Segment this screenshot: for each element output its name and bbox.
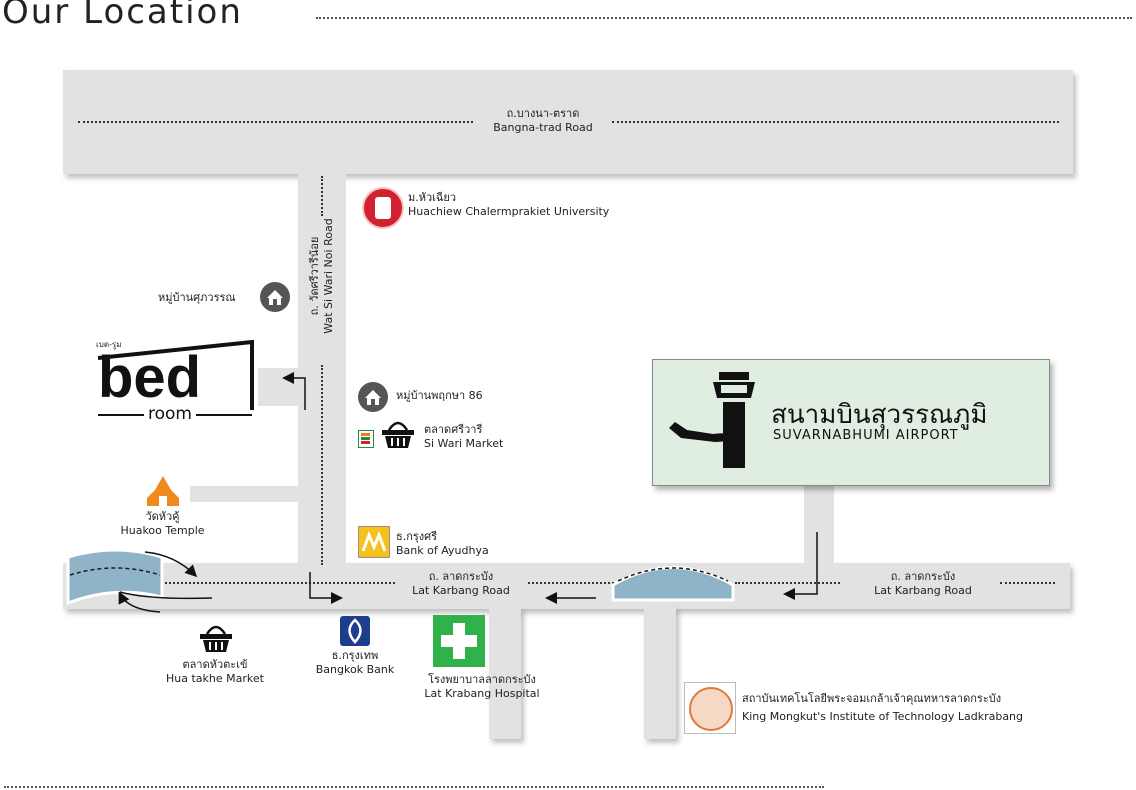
lat-krabang-center-line xyxy=(1000,582,1055,584)
basket-icon xyxy=(382,421,414,448)
bangna-road-en: Bangna-trad Road xyxy=(493,121,593,134)
plane-icon xyxy=(669,422,733,442)
temple-label: วัดหัวคู้ Huakoo Temple xyxy=(100,510,225,538)
bed-room-frame xyxy=(97,340,254,410)
bed-room-name: bed xyxy=(98,345,202,410)
kmitl-seal-icon xyxy=(684,682,736,734)
ayudhya-bank-icon xyxy=(358,526,390,558)
bangkok-bank-icon xyxy=(340,616,370,646)
home-icon xyxy=(260,282,290,312)
temple-en: Huakoo Temple xyxy=(120,524,205,537)
village-1-label: หมู่บ้านศุภวรรณ xyxy=(158,291,236,304)
siwari-market-label: ตลาดศรีวารี Si Wari Market xyxy=(424,423,503,451)
lat-krabang-label-1: ถ. ลาดกระบัง Lat Karbang Road xyxy=(396,570,526,598)
hospital-en: Lat Krabang Hospital xyxy=(424,687,540,700)
kmitl-en: King Mongkut's Institute of Technology L… xyxy=(742,710,1024,723)
temple-th: วัดหัวคู้ xyxy=(145,510,180,523)
university-seal-icon xyxy=(362,187,404,229)
kmitl-th: สถาบันเทคโนโลยีพระจอมเกล้าเจ้าคุณทหารลาด… xyxy=(742,692,1002,705)
lat-krabang-center-line xyxy=(165,582,395,584)
lat-krabang-en-2: Lat Karbang Road xyxy=(874,584,972,597)
huatakhe-label: ตลาดหัวตะเข้ Hua takhe Market xyxy=(150,658,280,686)
university-en: Huachiew Chalermprakiet University xyxy=(408,205,610,218)
hospital-label: โรงพยาบาลลาดกระบัง Lat Krabang Hospital xyxy=(412,673,552,701)
lat-krabang-center-line xyxy=(735,582,840,584)
lat-krabang-en-1: Lat Karbang Road xyxy=(412,584,510,597)
bangna-road-label: ถ.บางนา-ตราด Bangna-trad Road xyxy=(476,107,610,135)
siwari-market-en: Si Wari Market xyxy=(424,437,504,450)
bottom-divider xyxy=(4,786,824,788)
hospital-road xyxy=(489,607,521,739)
ayudhya-en: Bank of Ayudhya xyxy=(396,544,489,557)
kmitl-label: สถาบันเทคโนโลยีพระจอมเกล้าเจ้าคุณทหารลาด… xyxy=(742,692,1023,724)
page-title: Our Location xyxy=(2,0,243,32)
hospital-icon xyxy=(433,615,485,667)
temple-icon xyxy=(147,476,179,506)
huatakhe-en: Hua takhe Market xyxy=(166,672,264,685)
hospital-th: โรงพยาบาลลาดกระบัง xyxy=(428,673,536,686)
bed-room-sub: room xyxy=(144,404,196,424)
bangna-center-line xyxy=(612,121,1059,123)
bangna-road-th: ถ.บางนา-ตราด xyxy=(506,107,580,120)
siwari-center-line xyxy=(321,176,323,216)
airport-box: สนามบินสุวรรณภูมิ SUVARNABHUMI AIRPORT xyxy=(652,359,1050,486)
huatakhe-th: ตลาดหัวตะเข้ xyxy=(182,658,248,671)
village-2-label: หมู่บ้านพฤกษา 86 xyxy=(396,389,483,402)
bangkok-bank-label: ธ.กรุงเทพ Bangkok Bank xyxy=(300,649,410,677)
lat-krabang-th-2: ถ. ลาดกระบัง xyxy=(890,570,956,583)
ayudhya-label: ธ.กรุงศรี Bank of Ayudhya xyxy=(396,530,489,558)
airport-en: SUVARNABHUMI AIRPORT xyxy=(773,428,959,443)
temple-access-road xyxy=(190,486,300,502)
university-label: ม.หัวเฉียว Huachiew Chalermprakiet Unive… xyxy=(408,191,609,219)
lat-krabang-th-1: ถ. ลาดกระบัง xyxy=(428,570,494,583)
airport-access-road xyxy=(804,484,834,566)
bed-room-logo: เบด-รูม bed room xyxy=(96,340,256,426)
airport-th: สนามบินสุวรรณภูมิ xyxy=(771,400,988,430)
lat-krabang-road xyxy=(63,563,1070,609)
siwari-center-line xyxy=(321,365,323,565)
bed-room-small-label: เบด-รูม xyxy=(96,340,122,349)
canal-east xyxy=(611,566,735,602)
university-th: ม.หัวเฉียว xyxy=(408,191,457,204)
control-tower-icon xyxy=(713,372,755,468)
bangna-center-line xyxy=(78,121,473,123)
lat-krabang-label-2: ถ. ลาดกระบัง Lat Karbang Road xyxy=(858,570,988,598)
basket-icon xyxy=(200,625,232,652)
seven-eleven-icon xyxy=(358,430,374,448)
title-divider xyxy=(316,17,1132,19)
kmitl-road xyxy=(644,607,676,739)
bangkok-bank-th: ธ.กรุงเทพ xyxy=(331,649,379,662)
siwari-market-th: ตลาดศรีวารี xyxy=(424,423,483,436)
ayudhya-th: ธ.กรุงศรี xyxy=(396,530,438,543)
lat-krabang-center-line xyxy=(528,582,618,584)
home-icon xyxy=(358,382,388,412)
bangkok-bank-en: Bangkok Bank xyxy=(315,663,395,676)
